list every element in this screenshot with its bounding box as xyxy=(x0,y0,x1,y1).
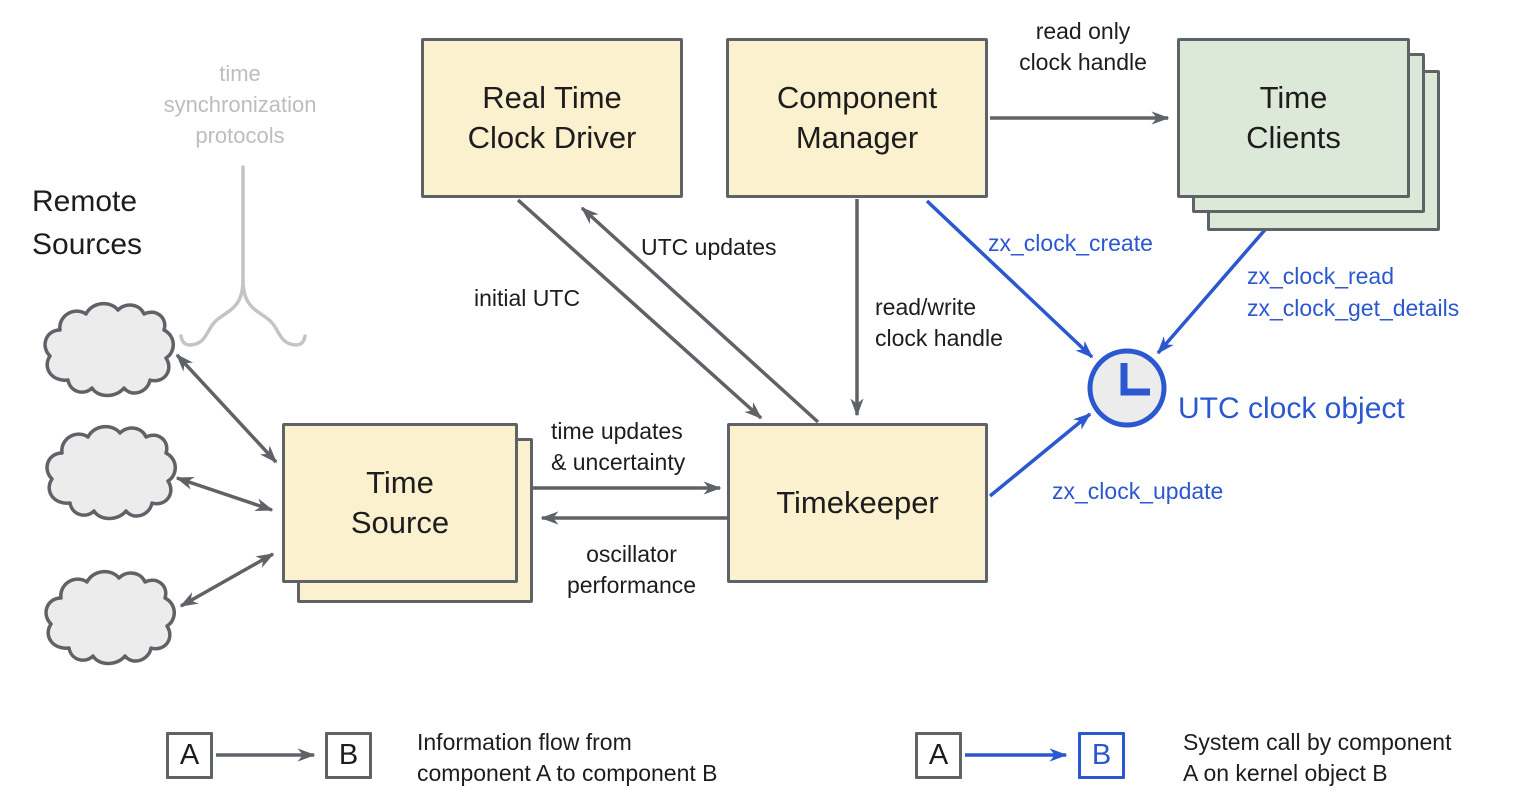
arrow-component-manager-to-clock xyxy=(925,199,1094,359)
label-time-updates-uncertainty: time updates & uncertainty xyxy=(551,418,686,475)
label-zx-clock-get-details: zx_clock_get_details xyxy=(1247,295,1460,321)
label-zx-clock-read: zx_clock_read xyxy=(1247,263,1395,289)
legend-info-flow-b-box: B xyxy=(325,732,372,779)
label-protocols: time synchronization protocols xyxy=(163,61,317,148)
legend-info-flow-a-box: A xyxy=(166,732,213,779)
label-read-only-clock-handle: read only clock handle xyxy=(1019,18,1147,75)
legend-syscall-b-box: B xyxy=(1078,732,1125,779)
arrow-timekeeper-to-clock xyxy=(988,412,1092,498)
cloud-icon xyxy=(43,301,176,398)
arrow-cloud2-time-source xyxy=(175,476,274,512)
node-rtc-driver: Real Time Clock Driver xyxy=(421,38,683,198)
node-time-source: Time Source xyxy=(282,423,518,583)
legend-syscall-caption: System call by component A on kernel obj… xyxy=(1183,729,1452,786)
label-zx-clock-update: zx_clock_update xyxy=(1052,478,1224,504)
node-timekeeper: Timekeeper xyxy=(727,423,988,583)
label-utc-updates: UTC updates xyxy=(641,234,777,260)
cloud-icon xyxy=(45,424,178,521)
label-read-write-clock-handle: read/write clock handle xyxy=(875,294,1003,351)
label-zx-clock-create: zx_clock_create xyxy=(988,230,1153,256)
node-component-manager: Component Manager xyxy=(726,38,988,198)
node-time-clients: Time Clients xyxy=(1177,38,1410,198)
legend-info-flow-caption: Information flow from component A to com… xyxy=(417,729,718,786)
label-remote-sources: Remote Sources xyxy=(32,185,143,261)
label-oscillator-performance: oscillator performance xyxy=(566,541,697,598)
protocols-brace xyxy=(179,165,307,347)
arrow-cloud1-time-source xyxy=(175,353,278,464)
label-initial-utc: initial UTC xyxy=(474,285,581,311)
label-utc-clock-object: UTC clock object xyxy=(1178,392,1405,425)
arrow-timekeeper-to-rtc-utc-updates xyxy=(580,206,820,424)
cloud-icon xyxy=(44,569,177,666)
legend-syscall-a-box: A xyxy=(915,732,962,779)
clock-icon xyxy=(1087,348,1167,428)
arrow-cloud3-time-source xyxy=(179,552,275,608)
arrow-rtc-to-timekeeper-initial-utc xyxy=(516,198,763,420)
